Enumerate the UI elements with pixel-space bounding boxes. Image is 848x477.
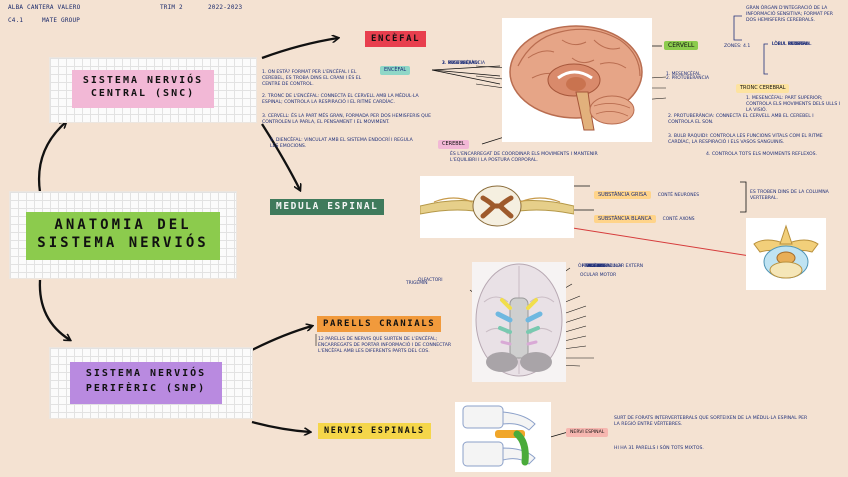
arrow-snc-encefal xyxy=(261,38,338,60)
nervis-tag: NERVIS ESPINALS xyxy=(318,423,431,439)
stem-part: 1. MESENCÈFAL xyxy=(442,61,477,66)
tronc-item: 2. PROTUBERÀNCIA xyxy=(666,76,709,81)
cranial-label: FACIAL xyxy=(588,264,603,269)
cranial-label: AUDITIU xyxy=(588,264,607,269)
encefal-note-2: 2. TRONC DE L'ENCÈFAL: CONNECTA EL CERVE… xyxy=(262,94,419,105)
spinal-nerve-image xyxy=(455,402,551,472)
tronc-note-4: 4. CONTROLA TOTS ELS MOVIMENTS REFLEXOS. xyxy=(706,152,817,157)
arrow-snc-medula xyxy=(261,123,300,190)
parells-note: 12 PARELLS DE NERVIS QUE SURTEN DE L'ENC… xyxy=(318,337,452,354)
cranial-label: GLOSSOFARINGI xyxy=(586,264,622,269)
brain-image xyxy=(502,18,652,142)
white-matter-note: CONTÉ AXONS xyxy=(662,217,695,222)
tronc-note-3: 3. BULB RAQUIDI: CONTROLA LES FUNCIONS V… xyxy=(668,134,823,145)
encefal-pill: ENCÈFAL xyxy=(380,66,411,75)
tronc-note-1: 1. MESENCÈFAL: PART SUPERIOR; CONTROLA E… xyxy=(746,96,841,113)
gray-matter-row: SUBSTÀNCIA GRISA CONTÉ NEURONES xyxy=(594,181,699,200)
nervis-note-2: HI HA 31 PARELLS I SÓN TOTS MIXTOS. xyxy=(614,446,704,451)
header-author: ALBA CANTERA VALERO xyxy=(8,4,81,11)
lobes-prefix: ZONES: 4.1 xyxy=(724,44,751,49)
encefal-note-3: 3. CERVELL: ÉS LA PART MÉS GRAN, FORMADA… xyxy=(262,114,432,125)
header-year: 2022-2023 xyxy=(208,4,243,11)
medula-note: ES TROBEN DINS DE LA COLUMNA VERTEBRAL. xyxy=(750,190,829,201)
arrow-main-snc xyxy=(37,122,66,193)
cervell-note: GRAN ÒRGAN D'INTEGRACIÓ DE LA INFORMACIÓ… xyxy=(746,6,833,23)
cranial-label: MOTOR OCULAR EXTERN xyxy=(588,264,644,269)
cranial-label: HIPOGLOS xyxy=(582,264,605,269)
cerebel-note: ÉS L'ENCARREGAT DE COORDINAR ELS MOVIMEN… xyxy=(450,152,598,163)
tronc-item: 1. MESENCÈFAL xyxy=(666,72,701,77)
gray-matter-note: CONTÉ NEURONES xyxy=(657,193,700,198)
cranial-label: OCULAR MOTOR xyxy=(580,273,617,278)
nervis-note-1: SURT DE FORATS INTERVERTEBRALS QUE SORTE… xyxy=(614,416,808,427)
parells-tag: PARELLS CRANIALS xyxy=(317,316,442,332)
snp-label: SISTEMA NERVIÓS PERIFÈRIC (SNP) xyxy=(70,362,222,404)
arrow-snp-parells xyxy=(251,326,312,352)
cranial-label: ESPINAL xyxy=(594,264,613,269)
cranial-label: ÒPTIC xyxy=(578,264,592,269)
main-title: ANATOMIA DEL SISTEMA NERVIÓS xyxy=(26,212,220,260)
nervi-pill: NERVI ESPINAL xyxy=(566,428,609,437)
header-group: C4.1 xyxy=(8,17,24,24)
white-matter-pill: SUBSTÀNCIA BLANCA xyxy=(594,215,656,223)
snc-label: SISTEMA NERVIÓS CENTRAL (SNC) xyxy=(72,70,214,108)
tronc-pill: TRONC CEREBRAL xyxy=(736,84,790,93)
cranial-label: VAGUS xyxy=(586,264,602,269)
cranial-label: PATÈTIC xyxy=(586,264,604,269)
spinal-cord-image xyxy=(420,176,574,238)
cranial-label: OLFACTORI xyxy=(418,278,443,283)
encefal-note-1: 1. ON ESTÀ? FORMAT PER L'ENCÈFAL I EL CE… xyxy=(262,70,362,87)
lobe-item: LÒBUL PARIETAL xyxy=(772,42,809,47)
encefal-tag: ENCÈFAL xyxy=(365,31,427,47)
lobe-item: LÒBUL OCCIPITAL xyxy=(772,42,811,47)
cranial-nerves-image xyxy=(472,262,566,382)
lobe-item: LÒBUL FRONTAL xyxy=(772,42,808,47)
gray-matter-pill: SUBSTÀNCIA GRISA xyxy=(594,191,651,199)
medula-tag: MEDULA ESPINAL xyxy=(270,199,385,215)
lobe-item: LÒBUL TEMPORAL xyxy=(772,42,812,47)
white-matter-row: SUBSTÀNCIA BLANCA CONTÉ AXONS xyxy=(594,205,695,224)
header-subject: MATE GROUP xyxy=(42,17,81,24)
vertebra-image xyxy=(746,218,826,290)
tronc-note-2: 2. PROTUBERÀNCIA: CONNECTA EL CERVELL AM… xyxy=(668,114,814,125)
encefal-note-4: 4. DIENCÈFAL: VINCULAT AMB EL SISTEMA EN… xyxy=(270,138,413,149)
cranial-label: TRIGEMIN xyxy=(406,281,428,286)
arrow-snp-nervis xyxy=(251,420,310,432)
header-course: TRIM 2 xyxy=(160,4,183,11)
cerebel-pill: CEREBEL xyxy=(438,140,469,149)
stem-part: 2. PROTUBERÀNCIA xyxy=(442,61,485,66)
stem-part: 3. BULB RAQUIDI xyxy=(442,61,480,66)
cervell-pill: CERVELL xyxy=(664,41,699,50)
arrow-main-snp xyxy=(38,279,70,340)
